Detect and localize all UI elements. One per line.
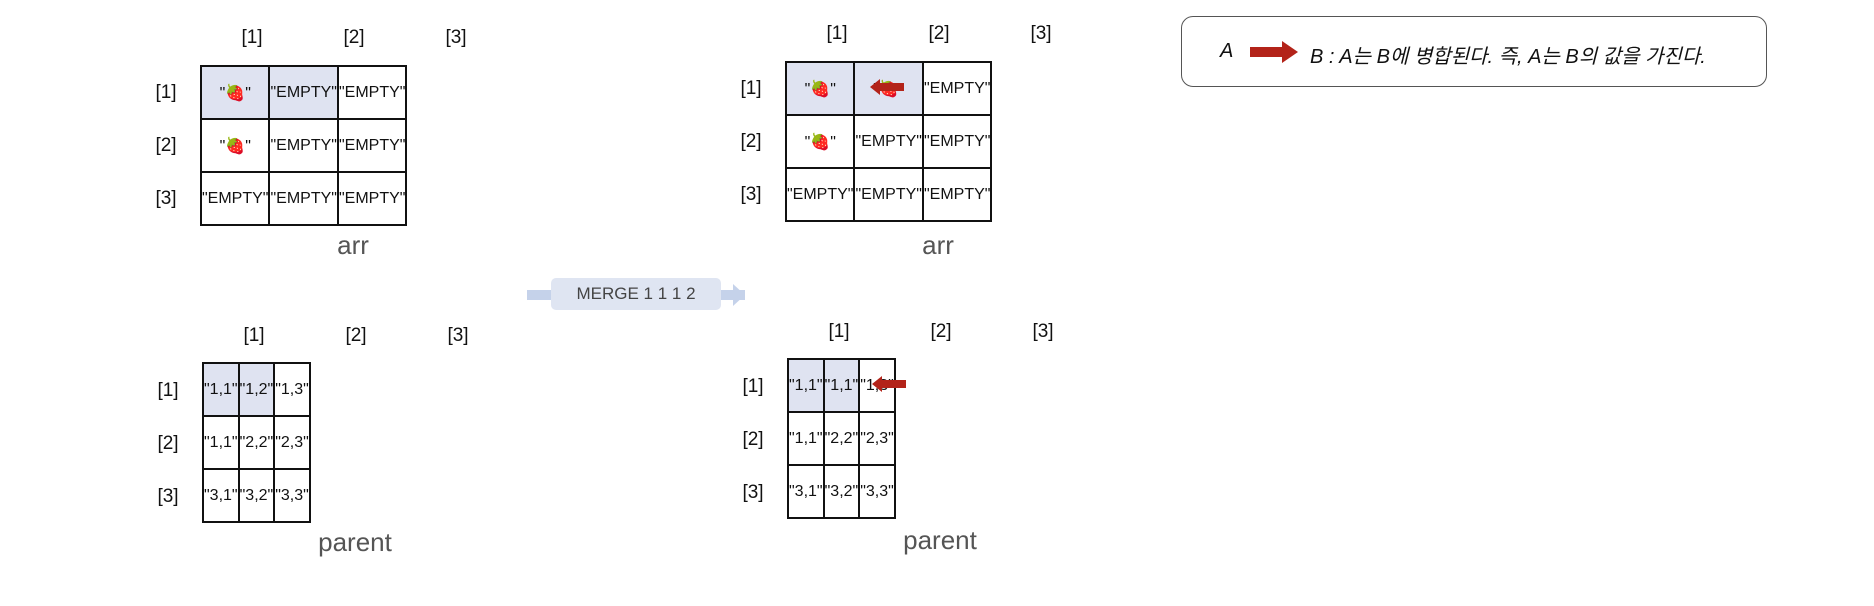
grid-cell: "EMPTY": [268, 65, 339, 120]
col-header: [2]: [345, 325, 367, 346]
col-header: [1]: [241, 27, 263, 48]
arr-grid-after: "🍓" "🍓" "EMPTY" "🍓" "EMPTY" "EMPTY" "EMP…: [784, 61, 993, 222]
grid-cell: "EMPTY": [268, 171, 339, 226]
grid-cell: "EMPTY": [921, 61, 993, 116]
row-header: [1]: [157, 380, 179, 401]
legend-arrow-icon: [1250, 41, 1298, 63]
parent-grid-before: "1,1" "1,2" "1,3" "1,1" "2,2" "2,3" "3,1…: [202, 362, 311, 523]
grid-cell: "EMPTY": [784, 167, 856, 222]
merge-arrow-icon: [870, 79, 904, 95]
row-header: [1]: [742, 376, 764, 397]
grid-cell: "EMPTY": [853, 114, 924, 169]
grid-cell: "EMPTY": [199, 171, 271, 226]
grid-caption: parent: [318, 527, 392, 557]
col-header: [2]: [928, 23, 950, 44]
grid-cell: "3,1": [787, 464, 825, 519]
row-header: [3]: [740, 184, 762, 205]
grid-cell: "1,1": [787, 411, 825, 466]
legend-text: B : A는 B에 병합된다. 즉, A는 B의 값을 가진다.: [1310, 46, 1706, 68]
col-header: [1]: [828, 321, 850, 342]
grid-cell: "🍓": [199, 65, 271, 120]
grid-cell: "3,1": [202, 468, 240, 523]
grid-cell: "1,1": [202, 362, 240, 417]
row-header: [1]: [155, 82, 177, 103]
grid-caption: arr: [337, 230, 369, 260]
grid-cell: "EMPTY": [853, 167, 924, 222]
grid-cell: "EMPTY": [336, 118, 408, 173]
grid-cell: "EMPTY": [268, 118, 339, 173]
grid-cell: "1,1": [822, 358, 861, 413]
row-header: [2]: [742, 429, 764, 450]
arr-grid-before: "🍓" "EMPTY" "EMPTY" "🍓" "EMPTY" "EMPTY" …: [199, 65, 408, 226]
grid-cell: "1,1": [202, 415, 240, 470]
row-header: [3]: [155, 188, 177, 209]
command-label: MERGE 1 1 1 2: [551, 278, 721, 310]
col-header: [3]: [1032, 321, 1054, 342]
legend-box: A B : A는 B에 병합된다. 즉, A는 B의 값을 가진다.: [1181, 16, 1767, 87]
grid-cell: "2,3": [858, 411, 896, 466]
col-header: [3]: [447, 325, 469, 346]
grid-cell: "1,1": [787, 358, 825, 413]
grid-cell: "🍓": [199, 118, 271, 173]
row-header: [3]: [742, 482, 764, 503]
grid-caption: parent: [903, 525, 977, 555]
grid-cell: "EMPTY": [921, 167, 993, 222]
grid-caption: arr: [922, 230, 954, 260]
grid-cell: "3,3": [273, 468, 311, 523]
grid-cell: "2,2": [237, 415, 276, 470]
col-header: [3]: [1030, 23, 1052, 44]
row-header: [1]: [740, 78, 762, 99]
row-header: [3]: [157, 486, 179, 507]
merge-command: MERGE 1 1 1 2: [527, 278, 745, 312]
grid-cell: "2,3": [273, 415, 311, 470]
col-header: [2]: [343, 27, 365, 48]
col-header: [1]: [826, 23, 848, 44]
row-header: [2]: [155, 135, 177, 156]
grid-cell: "🍓": [784, 114, 856, 169]
grid-cell: "EMPTY": [921, 114, 993, 169]
merge-arrow-icon: [872, 376, 906, 392]
grid-cell: "1,2": [237, 362, 276, 417]
grid-cell: "3,2": [822, 464, 861, 519]
grid-cell: "2,2": [822, 411, 861, 466]
grid-cell: "3,3": [858, 464, 896, 519]
grid-cell: "EMPTY": [336, 65, 408, 120]
row-header: [2]: [157, 433, 179, 454]
grid-cell: "🍓": [784, 61, 856, 116]
col-header: [2]: [930, 321, 952, 342]
row-header: [2]: [740, 131, 762, 152]
col-header: [3]: [445, 27, 467, 48]
grid-cell: "EMPTY": [336, 171, 408, 226]
grid-cell: "1,3": [273, 362, 311, 417]
col-header: [1]: [243, 325, 265, 346]
grid-cell: "3,2": [237, 468, 276, 523]
legend-a-label: A: [1220, 40, 1234, 62]
